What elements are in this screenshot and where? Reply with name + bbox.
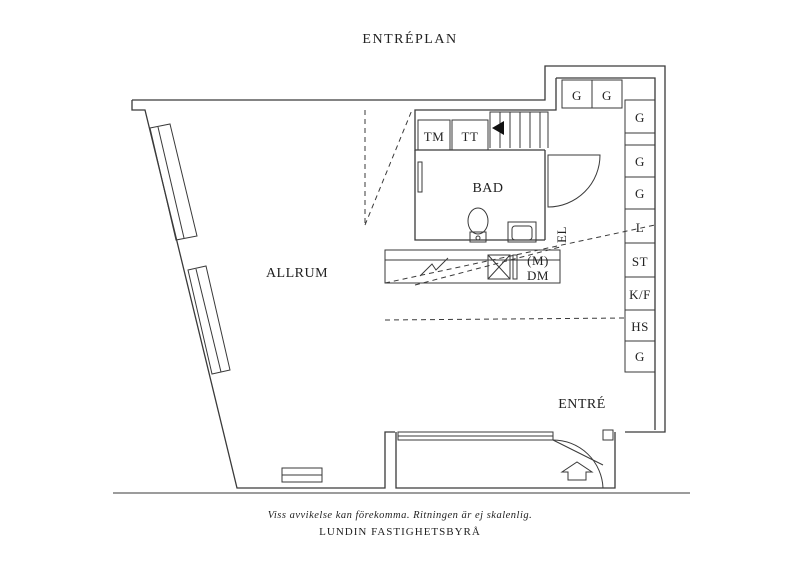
disclaimer: Viss avvikelse kan förekomma. Ritningen … xyxy=(268,510,532,521)
label-tt: TT xyxy=(462,129,479,144)
top-cabinet-1: G xyxy=(572,88,582,103)
arrow-left-icon xyxy=(492,121,504,135)
bathroom: TM TT EL xyxy=(414,111,601,243)
agency-name: LUNDIN FASTIGHETSBYRÅ xyxy=(319,526,481,538)
plan-title: ENTRÉPLAN xyxy=(362,30,457,47)
room-allrum: ALLRUM xyxy=(266,266,328,281)
stairs-icon xyxy=(489,111,549,148)
side-cabinet-6: K/F xyxy=(629,287,651,302)
outer-walls xyxy=(131,65,666,489)
tm-box xyxy=(417,119,451,151)
bathroom-door xyxy=(547,154,601,208)
side-cabinet-3: G xyxy=(635,186,645,201)
left-windows xyxy=(149,123,323,483)
sink-icon xyxy=(507,221,537,243)
stove-icon xyxy=(487,254,511,280)
label-tm: TM xyxy=(424,129,445,144)
side-cabinet-1: G xyxy=(635,110,645,125)
side-cabinets: G G G L ST K/F HS G xyxy=(624,99,656,373)
entrance xyxy=(397,429,614,489)
side-cabinet-8: G xyxy=(635,349,645,364)
entrance-arrow-icon xyxy=(560,461,594,481)
toilet-icon xyxy=(467,207,489,243)
label-dm: DM xyxy=(527,268,549,283)
top-cabinets: G G xyxy=(561,79,623,109)
kitchen-counter: (M) DM xyxy=(384,249,561,284)
label-m: (M) xyxy=(527,253,549,268)
front-door xyxy=(552,439,604,489)
room-entre: ENTRÉ xyxy=(558,395,606,412)
label-el: EL xyxy=(554,226,569,243)
side-cabinet-7: HS xyxy=(631,319,649,334)
side-cabinet-2: G xyxy=(635,154,645,169)
tt-box xyxy=(451,119,489,151)
side-cabinet-5: ST xyxy=(632,254,648,269)
top-cabinet-2: G xyxy=(602,88,612,103)
room-bad: BAD xyxy=(472,181,503,196)
side-cabinet-4: L xyxy=(636,220,644,235)
